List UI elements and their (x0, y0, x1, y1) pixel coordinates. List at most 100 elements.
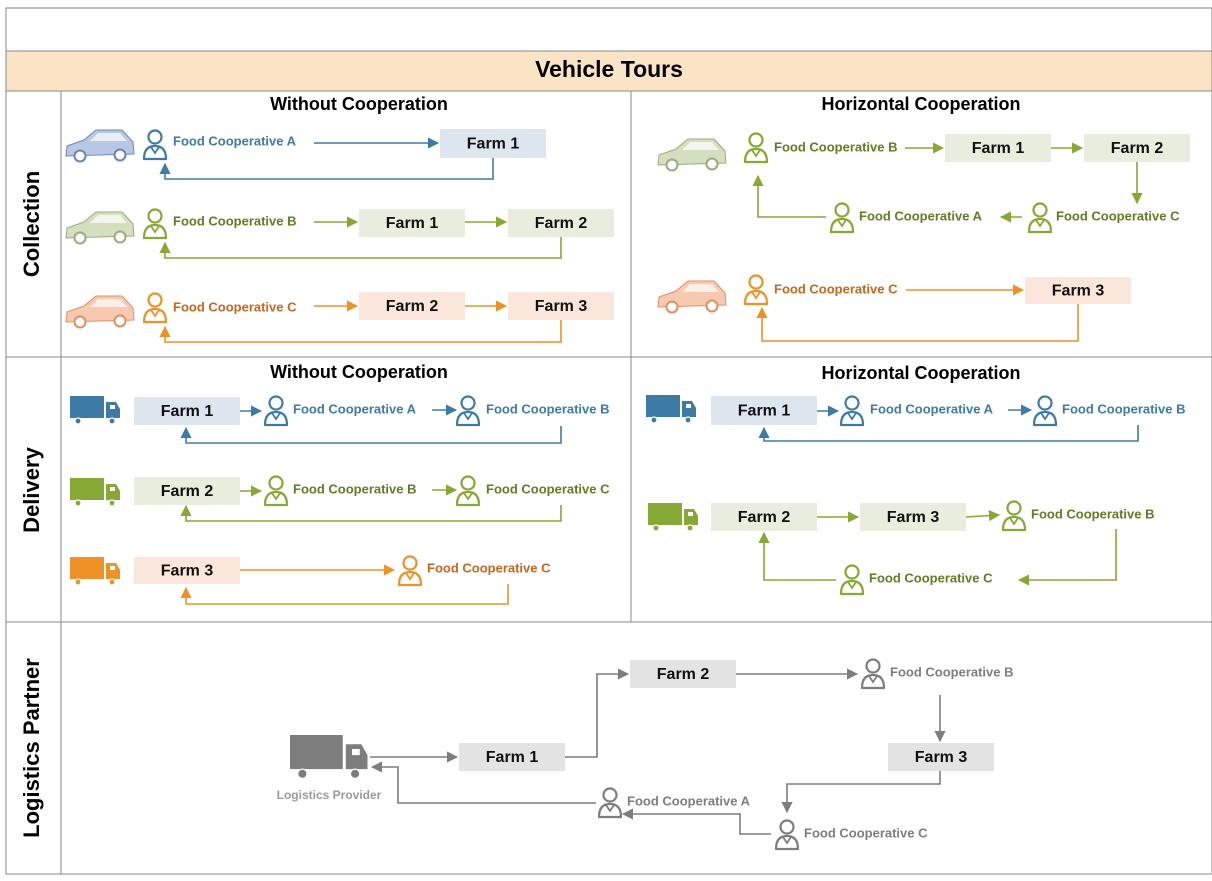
person-icon (839, 564, 865, 596)
farm-label: Farm 3 (1052, 283, 1105, 300)
farm-box (359, 292, 465, 320)
row-label-delivery: Delivery (19, 446, 44, 532)
coop-label: Food Cooperative B (1062, 401, 1186, 416)
farm-box (359, 209, 465, 237)
person-icon (597, 787, 623, 819)
car-icon (65, 129, 135, 163)
flow-arrow (621, 808, 771, 835)
farm-box (711, 396, 817, 425)
flow-arrow (781, 771, 941, 814)
flow-arrow (159, 320, 562, 343)
farm-label: Farm 1 (486, 749, 539, 766)
grid-frame (5, 7, 1212, 875)
flow-arrow (180, 584, 509, 605)
column-title-without: Without Cooperation (270, 94, 448, 114)
column-title-without-delivery: Without Cooperation (270, 362, 448, 382)
coop-label: Food Cooperative C (869, 570, 993, 585)
outer-frame (5, 7, 1212, 875)
coop-label: Food Cooperative A (293, 401, 417, 416)
person-icon (829, 202, 855, 234)
flow-arrow (758, 425, 1139, 442)
farm-box (1025, 277, 1131, 304)
coop-label: Food Cooperative B (890, 664, 1014, 679)
flow-arrow (159, 237, 562, 259)
column-title-horizontal-delivery: Horizontal Cooperation (822, 363, 1021, 383)
person-icon (455, 475, 481, 507)
farm-label: Farm 1 (161, 403, 214, 420)
farm-box (134, 477, 240, 505)
nodes (65, 129, 1190, 851)
flow-arrow (756, 304, 1079, 342)
person-icon (142, 292, 168, 324)
flow-arrow (1017, 529, 1117, 586)
person-icon (1032, 395, 1058, 427)
farm-label: Farm 1 (738, 403, 791, 420)
farm-label: Farm 3 (161, 563, 214, 580)
farm-box (134, 557, 240, 584)
farm-box (508, 209, 614, 237)
flow-arrow (965, 510, 1001, 522)
flow-arrow (180, 504, 562, 522)
farm-label: Farm 2 (657, 666, 710, 683)
row-label-logistics: Logistics Partner (19, 658, 44, 838)
car-icon (65, 295, 135, 329)
farm-label: Farm 1 (386, 215, 439, 232)
person-icon (263, 475, 289, 507)
person-icon (839, 395, 865, 427)
farm-label: Farm 2 (386, 298, 439, 315)
coop-label: Food Cooperative C (804, 825, 928, 840)
farm-box (888, 743, 994, 771)
column-title-horizontal: Horizontal Cooperation (822, 94, 1021, 114)
farm-box (440, 129, 546, 158)
person-icon (397, 555, 423, 587)
person-icon (860, 658, 886, 690)
labels: Vehicle ToursCollectionDeliveryLogistics… (19, 56, 1186, 840)
farm-label: Farm 3 (887, 509, 940, 526)
logistics-provider-label: Logistics Provider (277, 788, 382, 802)
person-icon (743, 274, 769, 306)
flow-arrow (758, 531, 836, 581)
truck-icon (70, 478, 120, 507)
person-icon (142, 208, 168, 240)
farm-box (508, 292, 614, 320)
flow-lines (159, 137, 1143, 835)
coop-label: Food Cooperative B (774, 139, 898, 154)
person-icon (1027, 202, 1053, 234)
truck-icon (70, 396, 120, 425)
coop-label: Food Cooperative A (859, 208, 983, 223)
coop-label: Food Cooperative B (173, 213, 297, 228)
coop-label: Food Cooperative A (870, 401, 994, 416)
flow-arrow (159, 158, 494, 180)
flow-arrow (752, 174, 826, 218)
person-icon (263, 395, 289, 427)
farm-box (630, 660, 736, 688)
diagram-title: Vehicle Tours (535, 56, 683, 82)
person-icon (142, 129, 168, 161)
person-icon (774, 819, 800, 851)
farm-box (945, 134, 1051, 162)
flow-arrow (565, 668, 630, 758)
coop-label: Food Cooperative B (486, 401, 610, 416)
car-icon (657, 280, 727, 314)
coop-label: Food Cooperative C (486, 481, 610, 496)
truck-icon (648, 503, 698, 532)
coop-label: Food Cooperative A (173, 133, 297, 148)
flow-arrow (370, 761, 596, 804)
farm-box (134, 397, 240, 425)
farm-box (1084, 134, 1190, 162)
coop-label: Food Cooperative A (627, 793, 751, 808)
farm-box (860, 503, 966, 531)
row-label-collection: Collection (19, 171, 44, 277)
truck-icon (70, 557, 120, 586)
coop-label: Food Cooperative B (293, 481, 417, 496)
farm-box (711, 503, 817, 531)
farm-label: Farm 2 (738, 509, 791, 526)
car-icon (65, 211, 135, 245)
coop-label: Food Cooperative C (1056, 208, 1180, 223)
coop-label: Food Cooperative C (774, 281, 898, 296)
person-icon (743, 132, 769, 164)
person-icon (455, 395, 481, 427)
farm-label: Farm 2 (1111, 140, 1164, 157)
title-band (5, 50, 1212, 92)
